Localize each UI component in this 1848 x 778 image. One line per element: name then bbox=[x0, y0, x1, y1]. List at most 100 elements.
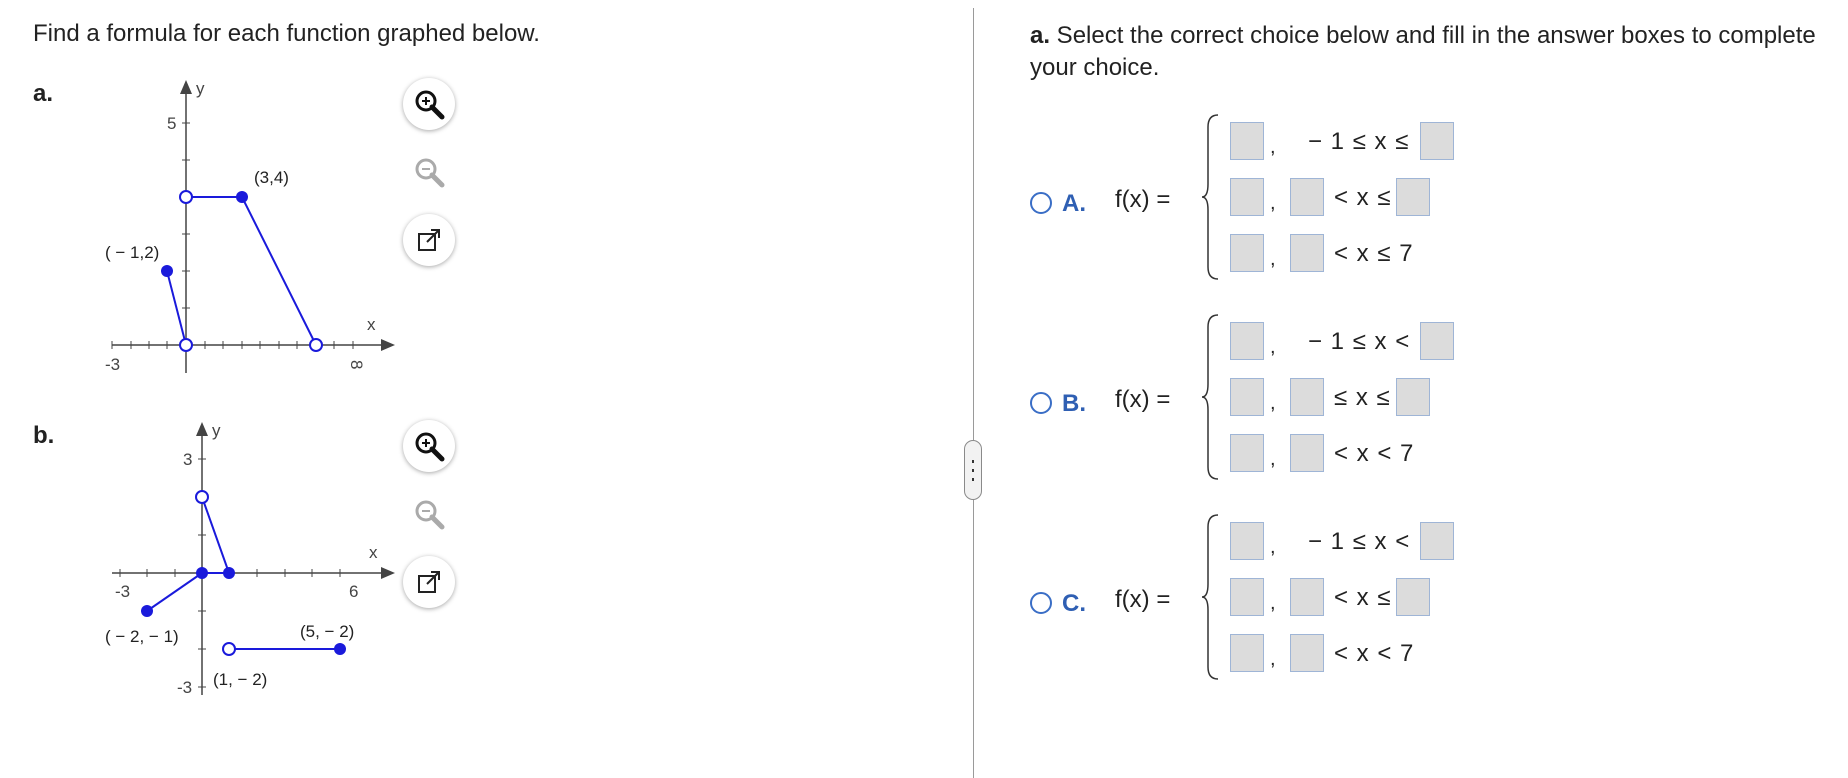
interval-end-input[interactable] bbox=[1396, 178, 1430, 216]
graph-a-point-label: (3,4) bbox=[254, 168, 289, 187]
graph-b-point-label: ( − 2, − 1) bbox=[105, 627, 179, 646]
piece-value-input[interactable] bbox=[1230, 322, 1264, 360]
graph-b-point-label: (1, − 2) bbox=[213, 670, 267, 689]
choice-b-radio[interactable] bbox=[1030, 392, 1052, 414]
row-comma: , bbox=[1270, 648, 1276, 670]
choice-c[interactable]: C. f(x) = , − 1 ≤ x < , < x ≤ , < x < 7 bbox=[1030, 512, 1810, 682]
left-pane: Find a formula for each function graphed… bbox=[33, 20, 540, 697]
graph-a-zoom-out-button[interactable] bbox=[403, 146, 455, 198]
interval-start-input[interactable] bbox=[1290, 578, 1324, 616]
piece-value-input[interactable] bbox=[1230, 522, 1264, 560]
row-comma: , bbox=[1270, 248, 1276, 270]
interval-start-input[interactable] bbox=[1290, 178, 1324, 216]
instructions-part: a. bbox=[1030, 22, 1051, 49]
graph-a-point bbox=[179, 190, 193, 204]
interval-text: − 1 ≤ x < bbox=[1308, 528, 1411, 555]
question-text: Find a formula for each function graphed… bbox=[33, 20, 540, 47]
zoom-in-icon bbox=[415, 90, 445, 120]
interval-start-input[interactable] bbox=[1290, 634, 1324, 672]
piece-value-input[interactable] bbox=[1230, 378, 1264, 416]
choice-c-fx-label: f(x) = bbox=[1115, 586, 1171, 613]
instructions: a. Select the correct choice below and f… bbox=[1030, 20, 1830, 84]
graph-a-xaxis-label: x bbox=[367, 315, 376, 334]
graph-a-point bbox=[309, 338, 323, 352]
graph-b: -3 6 3 -3 x y ( − 2, − 1) (1, − 2) (5, −… bbox=[105, 421, 395, 697]
interval-end-input[interactable] bbox=[1420, 522, 1454, 560]
piece-value-input[interactable] bbox=[1230, 122, 1264, 160]
graph-b-xmax-label: 6 bbox=[349, 582, 358, 601]
graph-b-yaxis-label: y bbox=[212, 421, 221, 440]
choice-a[interactable]: A. f(x) = , − 1 ≤ x ≤ , < x ≤ , < x ≤ 7 bbox=[1030, 112, 1810, 282]
interval-text: < x ≤ bbox=[1334, 584, 1392, 611]
graph-b-ymin-label: -3 bbox=[177, 678, 192, 697]
piece-value-input[interactable] bbox=[1230, 178, 1264, 216]
graph-a-xmax-label: 8 bbox=[347, 360, 366, 369]
graph-b-xmin-label: -3 bbox=[115, 582, 130, 601]
interval-text: − 1 ≤ x < bbox=[1308, 328, 1411, 355]
interval-text: < x ≤ 7 bbox=[1334, 240, 1414, 267]
choice-c-letter: C. bbox=[1062, 590, 1086, 617]
popout-icon bbox=[418, 571, 440, 593]
graph-b-zoom-out-button[interactable] bbox=[403, 488, 455, 540]
choice-b-fx-label: f(x) = bbox=[1115, 386, 1171, 413]
brace-icon bbox=[1201, 314, 1219, 480]
interval-text: < x < 7 bbox=[1334, 440, 1415, 467]
interval-text: − 1 ≤ x ≤ bbox=[1308, 128, 1410, 155]
interval-text: ≤ x ≤ bbox=[1334, 384, 1391, 411]
row-comma: , bbox=[1270, 136, 1276, 158]
interval-end-input[interactable] bbox=[1420, 122, 1454, 160]
graph-b-point bbox=[223, 567, 235, 579]
graph-a-zoom-in-button[interactable] bbox=[403, 78, 455, 130]
choice-b[interactable]: B. f(x) = , − 1 ≤ x < , ≤ x ≤ , < x < 7 bbox=[1030, 312, 1810, 482]
row-comma: , bbox=[1270, 448, 1276, 470]
piece-value-input[interactable] bbox=[1230, 234, 1264, 272]
graph-b-point bbox=[196, 567, 208, 579]
pane-divider bbox=[973, 8, 974, 778]
choice-b-letter: B. bbox=[1062, 390, 1086, 417]
interval-text: < x ≤ bbox=[1334, 184, 1392, 211]
row-comma: , bbox=[1270, 592, 1276, 614]
graph-a-point bbox=[179, 338, 193, 352]
graph-a-popout-button[interactable] bbox=[403, 214, 455, 266]
zoom-in-icon bbox=[415, 432, 445, 462]
zoom-out-icon bbox=[415, 158, 445, 188]
graph-b-zoom-in-button[interactable] bbox=[403, 420, 455, 472]
graph-b-point bbox=[141, 605, 153, 617]
right-pane: a. Select the correct choice below and f… bbox=[990, 0, 1848, 778]
choice-a-radio[interactable] bbox=[1030, 192, 1052, 214]
graph-a-point bbox=[236, 191, 248, 203]
interval-start-input[interactable] bbox=[1290, 378, 1324, 416]
part-b-label: b. bbox=[33, 422, 55, 449]
graph-a: -3 8 5 x y ( − 1,2) (3,4) bbox=[105, 79, 395, 374]
graph-b-point bbox=[334, 643, 346, 655]
pane-resize-handle[interactable] bbox=[964, 440, 982, 500]
row-comma: , bbox=[1270, 192, 1276, 214]
graph-b-point bbox=[222, 642, 236, 656]
interval-text: < x < 7 bbox=[1334, 640, 1415, 667]
graph-b-point-label: (5, − 2) bbox=[300, 622, 354, 641]
graph-b-ymax-label: 3 bbox=[183, 450, 192, 469]
graph-b-popout-button[interactable] bbox=[403, 556, 455, 608]
graph-a-point bbox=[161, 265, 173, 277]
interval-start-input[interactable] bbox=[1290, 434, 1324, 472]
graph-b-xaxis-label: x bbox=[369, 543, 378, 562]
instructions-text: Select the correct choice below and fill… bbox=[1030, 22, 1816, 81]
choice-a-letter: A. bbox=[1062, 190, 1086, 217]
piece-value-input[interactable] bbox=[1230, 434, 1264, 472]
row-comma: , bbox=[1270, 336, 1276, 358]
graph-a-point-label: ( − 1,2) bbox=[105, 243, 159, 262]
graph-a-yaxis-label: y bbox=[196, 79, 205, 98]
interval-start-input[interactable] bbox=[1290, 234, 1324, 272]
graph-a-ymax-label: 5 bbox=[167, 114, 176, 133]
brace-icon bbox=[1201, 114, 1219, 280]
interval-end-input[interactable] bbox=[1396, 378, 1430, 416]
piece-value-input[interactable] bbox=[1230, 578, 1264, 616]
choice-c-radio[interactable] bbox=[1030, 592, 1052, 614]
graph-b-point bbox=[195, 490, 209, 504]
piece-value-input[interactable] bbox=[1230, 634, 1264, 672]
row-comma: , bbox=[1270, 536, 1276, 558]
interval-end-input[interactable] bbox=[1396, 578, 1430, 616]
row-comma: , bbox=[1270, 392, 1276, 414]
part-a-label: a. bbox=[33, 80, 54, 107]
interval-end-input[interactable] bbox=[1420, 322, 1454, 360]
